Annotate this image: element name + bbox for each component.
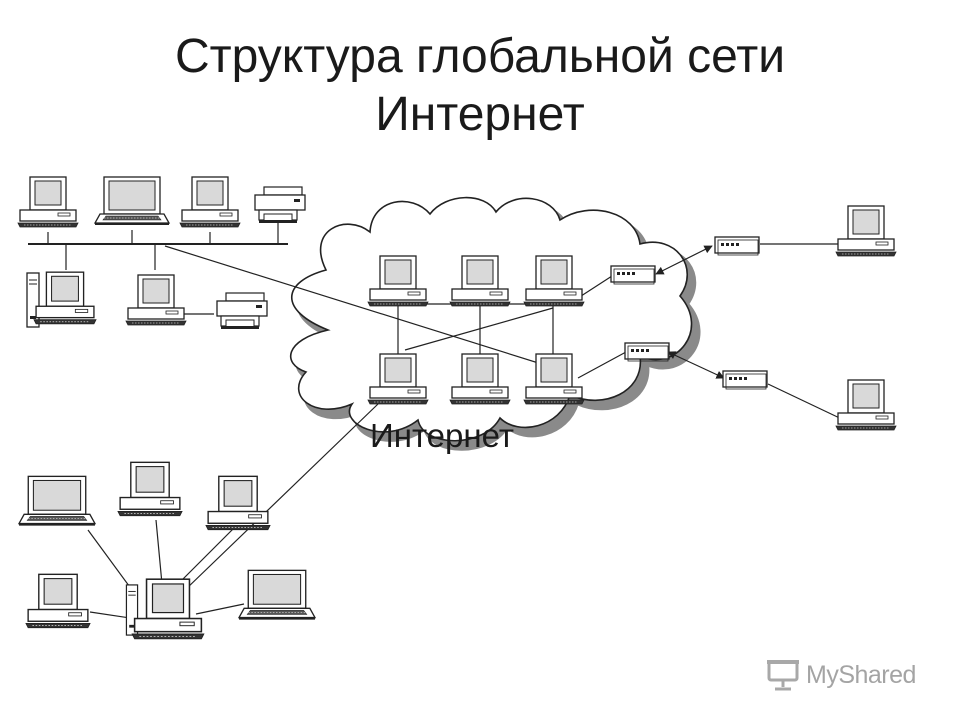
desktop-computer-icon <box>835 205 897 257</box>
modem-arrow-link <box>655 245 713 275</box>
printer-icon <box>254 186 306 224</box>
mesh-line <box>577 351 627 379</box>
internet-cloud <box>289 196 701 451</box>
printer-icon <box>216 292 268 330</box>
slide-title: Структура глобальной сети Интернет <box>0 28 960 144</box>
hub-to-internet-line <box>184 403 379 591</box>
lan-to-internet-line <box>164 245 549 367</box>
star-line <box>89 611 131 619</box>
tower-computer-icon <box>26 272 40 328</box>
laptop-icon <box>238 569 316 621</box>
modem-icon <box>722 370 768 390</box>
modem-to-pc-line <box>767 383 849 423</box>
star-line <box>87 529 133 591</box>
laptop-icon <box>18 475 96 527</box>
connection-lines <box>28 222 849 619</box>
watermark: MyShared <box>766 655 936 695</box>
star-line <box>155 519 163 585</box>
desktop-computer-icon <box>33 271 97 325</box>
modem-icon <box>714 236 760 256</box>
star-line <box>177 527 235 585</box>
desktop-computer-icon <box>125 274 187 326</box>
desktop-computer-icon <box>17 176 79 228</box>
slide-title-line-1: Структура глобальной сети <box>174 30 786 83</box>
modem-arrow-link <box>667 351 725 379</box>
modem-icon <box>610 265 656 285</box>
laptop-icon <box>94 176 170 226</box>
slide-title-line-2: Интернет <box>375 88 585 141</box>
presentation-icon <box>767 660 799 691</box>
desktop-computer-icon <box>25 573 91 629</box>
watermark-text: MyShared <box>806 660 916 689</box>
desktop-computer-icon <box>117 461 183 517</box>
desktop-computer-icon <box>179 176 241 228</box>
mesh-line <box>577 275 613 299</box>
star-line <box>195 603 245 615</box>
desktop-computer-icon <box>131 578 205 640</box>
mesh-line <box>404 307 554 351</box>
cloud-label: Интернет <box>370 417 514 454</box>
desktop-computer-icon <box>205 475 271 531</box>
desktop-computer-icon <box>835 379 897 431</box>
modem-icon <box>624 342 670 362</box>
